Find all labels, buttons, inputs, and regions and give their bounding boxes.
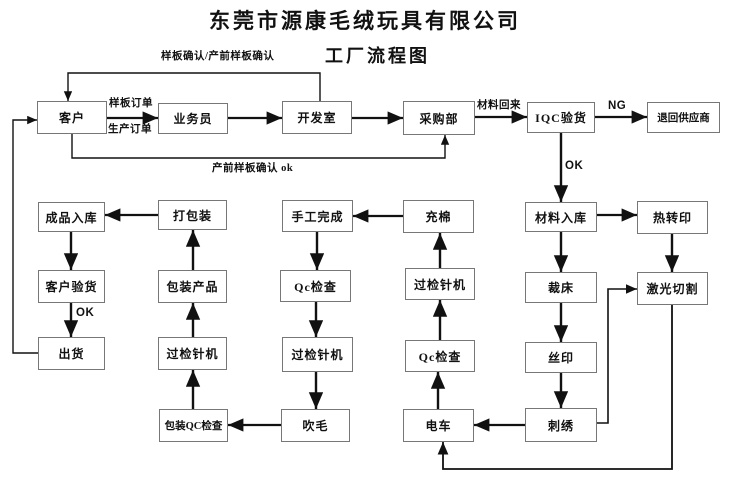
node-customer: 客户 <box>37 101 107 134</box>
node-customer-inspect: 客户验货 <box>38 270 105 303</box>
node-purchasing: 采购部 <box>403 101 475 135</box>
edge-feedback-sample-confirm <box>63 72 321 101</box>
node-packing: 打包装 <box>158 200 227 230</box>
node-pack-qc-check: 包装QC检查 <box>159 409 228 442</box>
node-qc-check-right: Qc检查 <box>405 340 475 372</box>
node-heat-transfer: 热转印 <box>637 201 708 234</box>
company-title: 东莞市源康毛绒玩具有限公司 <box>209 9 521 33</box>
node-needle-detector-right: 过检针机 <box>405 268 475 300</box>
label-sample-order: 样板订单 <box>109 98 153 109</box>
label-material-back: 材料回来 <box>477 100 521 111</box>
label-iqc-ok: OK <box>565 160 584 172</box>
node-dev-room: 开发室 <box>282 101 352 134</box>
node-needle-detector-mid: 过检针机 <box>282 337 353 372</box>
node-laser-cut: 激光切割 <box>637 272 708 305</box>
node-silk-print: 丝印 <box>525 342 597 373</box>
label-production-order: 生产订单 <box>108 124 152 135</box>
node-salesman: 业务员 <box>158 103 228 134</box>
label-preproduction-ok: 产前样板确认 ok <box>212 163 294 174</box>
label-ng: NG <box>608 100 627 112</box>
label-ship-ok: OK <box>76 307 95 319</box>
node-stuffing: 充棉 <box>403 200 474 233</box>
node-iqc-inspection: IQC验货 <box>527 102 595 133</box>
node-blow-hair: 吹毛 <box>281 409 350 442</box>
node-cutting-bed: 裁床 <box>525 272 597 303</box>
edge-laser-sewing-loop <box>437 305 673 470</box>
edge-shipping-customer-loop <box>12 115 38 354</box>
node-needle-detector-left: 过检针机 <box>158 337 227 370</box>
node-handwork-done: 手工完成 <box>282 200 353 232</box>
node-qc-check-mid: Qc检查 <box>280 270 351 302</box>
node-return-supplier: 退回供应商 <box>647 102 720 133</box>
edge-feedback-preproduction-ok <box>71 134 450 159</box>
diagram-title: 工厂流程图 <box>325 46 430 66</box>
node-pack-product: 包装产品 <box>158 270 227 303</box>
edge-embroidery-laser <box>597 284 637 424</box>
node-material-storage: 材料入库 <box>525 202 597 232</box>
node-embroidery: 刺绣 <box>525 408 597 442</box>
node-sewing: 电车 <box>403 409 474 442</box>
node-shipping: 出货 <box>38 337 105 370</box>
label-sample-confirm: 样板确认/产前样板确认 <box>161 51 275 62</box>
node-finished-storage: 成品入库 <box>38 202 105 232</box>
